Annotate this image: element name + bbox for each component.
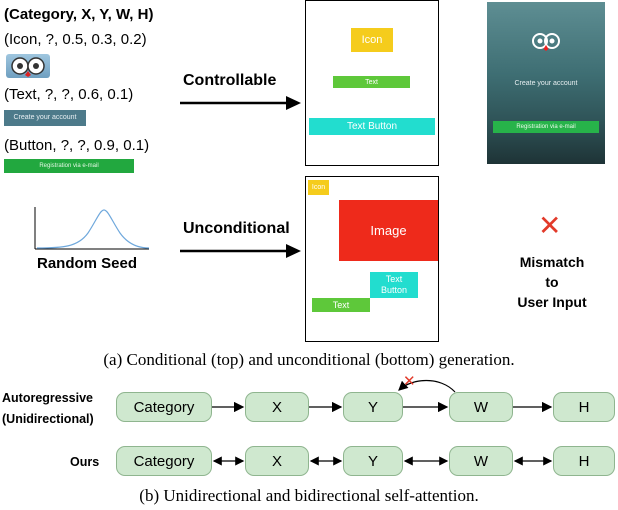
mismatch-line: to — [545, 274, 559, 290]
blocked-x-icon: ✕ — [403, 373, 416, 390]
owl-icon-thumbnail — [6, 54, 50, 78]
mismatch-x-icon: ✕ — [538, 210, 562, 241]
unconditional-label: Unconditional — [183, 220, 290, 237]
unconditional-arrow — [180, 244, 301, 258]
rendered-app-screenshot: Create your account Registration via e-m… — [487, 2, 605, 164]
gaussian-curve-icon — [34, 207, 150, 250]
layout-icon-box: Icon — [351, 28, 393, 52]
node-h: H — [553, 446, 615, 476]
tuple-header: (Category, X, Y, W, H) — [4, 6, 154, 23]
attention-arrows — [212, 380, 553, 466]
unconditional-layout-frame: Icon Image Text Button Text — [305, 176, 439, 342]
autoregressive-label-line: (Unidirectional) — [2, 412, 94, 426]
controllable-arrow — [180, 96, 301, 110]
layout-text-button-box: Text Button — [370, 272, 418, 298]
text-thumbnail: Create your account — [4, 110, 86, 126]
node-x: X — [245, 392, 309, 422]
autoregressive-label: Autoregressive (Unidirectional) — [2, 388, 94, 430]
caption-b: (b) Unidirectional and bidirectional sel… — [139, 486, 479, 505]
button-tuple: (Button, ?, ?, 0.9, 0.1) — [4, 137, 150, 154]
owl-logo-icon — [532, 33, 560, 51]
random-seed-label: Random Seed — [37, 255, 138, 272]
node-h: H — [553, 392, 615, 422]
controllable-label: Controllable — [183, 72, 277, 89]
node-x: X — [245, 446, 309, 476]
mismatch-line: User Input — [517, 294, 587, 310]
button-thumbnail: Registration via e-mail — [4, 159, 134, 173]
mismatch-text: Mismatch to User Input — [497, 252, 607, 312]
layout-text-button-box: Text Button — [309, 118, 435, 135]
owl-icon — [11, 57, 45, 77]
node-y: Y — [343, 446, 403, 476]
layout-icon-box: Icon — [308, 180, 329, 195]
layout-text-box: Text — [333, 76, 410, 88]
conditional-layout-frame: Icon Text Text Button — [305, 0, 439, 166]
mismatch-line: Mismatch — [519, 254, 585, 270]
caption-a: (a) Conditional (top) and unconditional … — [103, 350, 515, 369]
photo-registration-button: Registration via e-mail — [493, 121, 599, 133]
blocked-backward-arrow — [398, 380, 456, 393]
node-category: Category — [116, 392, 212, 422]
node-w: W — [449, 446, 513, 476]
node-y: Y — [343, 392, 403, 422]
icon-tuple: (Icon, ?, 0.5, 0.3, 0.2) — [4, 31, 147, 48]
layout-image-box: Image — [339, 200, 438, 261]
photo-caption: Create your account — [514, 80, 578, 87]
layout-text-box: Text — [312, 298, 370, 312]
text-tuple: (Text, ?, ?, 0.6, 0.1) — [4, 86, 134, 103]
node-w: W — [449, 392, 513, 422]
ours-label: Ours — [70, 455, 100, 469]
node-category: Category — [116, 446, 212, 476]
autoregressive-label-line: Autoregressive — [2, 391, 94, 405]
